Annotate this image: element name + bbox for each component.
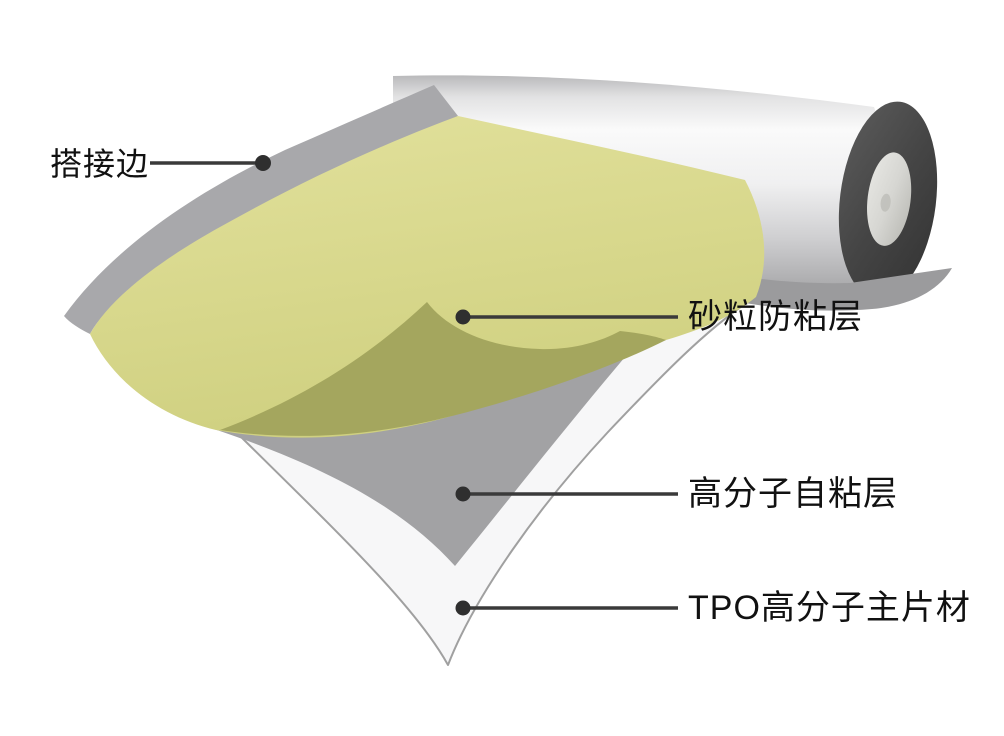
leader-dot-tpo-sheet	[455, 600, 471, 616]
leader-lines	[150, 161, 678, 610]
leader-dot-adhesive-layer	[455, 486, 471, 502]
label-sand-antistick-layer: 砂粒防粘层	[688, 298, 863, 336]
leader-dots	[255, 155, 471, 616]
label-polymer-self-adhesive-layer: 高分子自粘层	[688, 475, 898, 513]
leader-dot-sand-layer	[455, 309, 471, 325]
label-tpo-main-sheet: TPO高分子主片材	[688, 589, 971, 627]
leader-dot-overlap-edge	[255, 155, 271, 171]
label-overlap-edge: 搭接边	[50, 146, 150, 182]
sheet-fold-shadow	[220, 302, 666, 436]
roll-core-center	[880, 193, 891, 212]
